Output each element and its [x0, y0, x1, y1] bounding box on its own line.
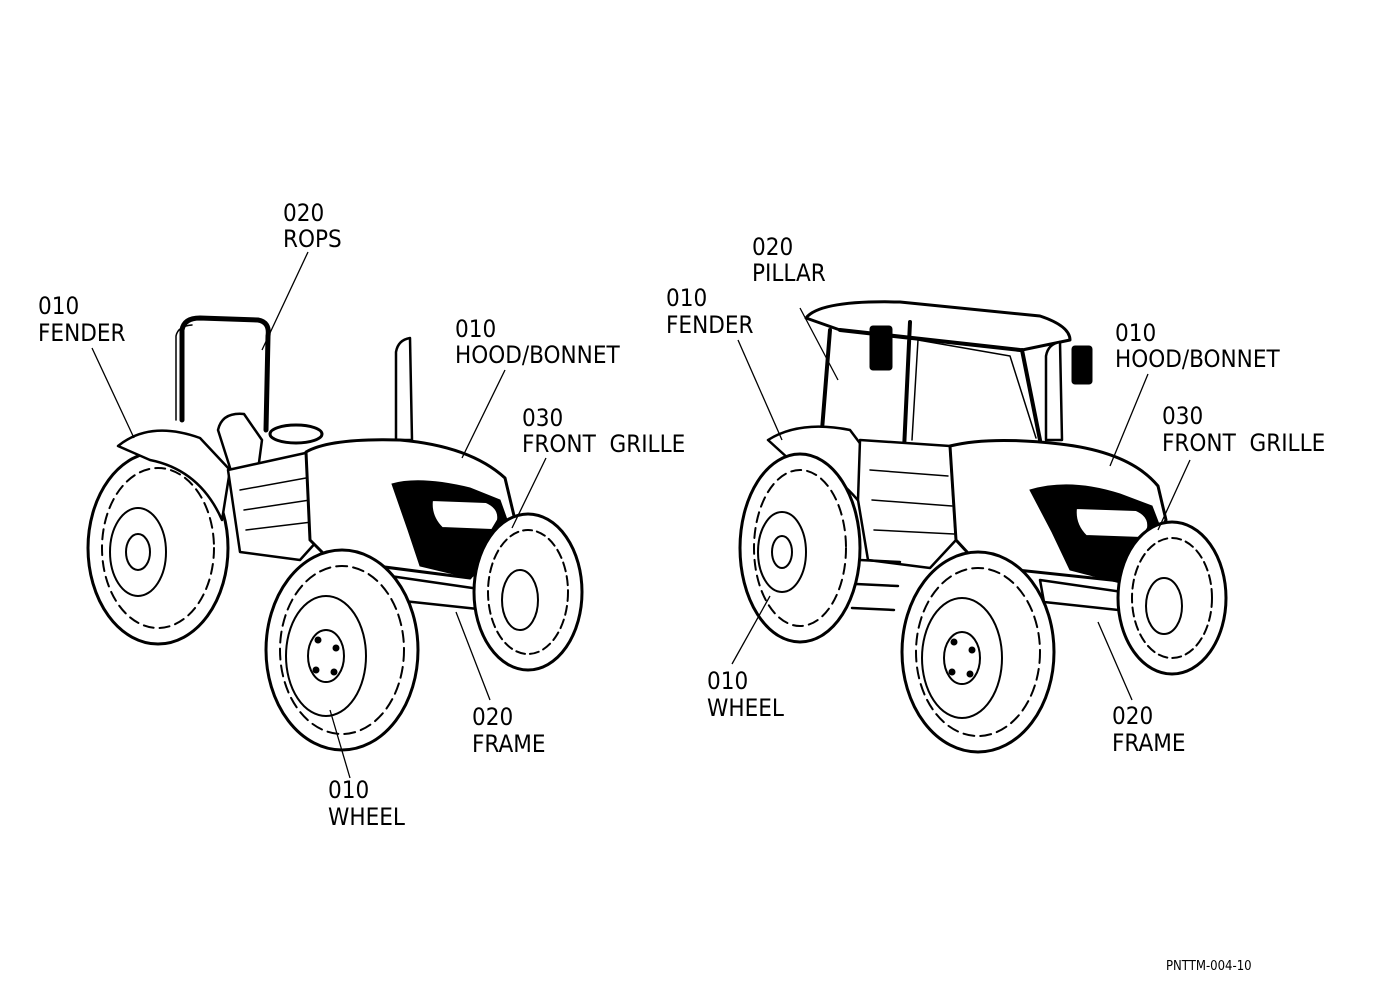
cab-callout-wheel: 010 WHEEL: [707, 667, 784, 722]
cab-headlight: [1074, 507, 1150, 539]
cab-roof: [804, 300, 1072, 352]
leader-cab-fender: [737, 339, 783, 441]
callout-name: FRONT GRILLE: [522, 430, 685, 458]
callout-name: ROPS: [283, 225, 342, 253]
cab-front-right-wheel: [1116, 520, 1228, 676]
cab-callout-grille: 030 FRONT GRILLE: [1162, 402, 1325, 457]
callout-code: 020: [1112, 702, 1153, 730]
callout-code: 010: [38, 292, 79, 320]
callout-code: 020: [472, 703, 513, 731]
open-front-right-wheel: [472, 512, 584, 672]
cab-callout-frame: 020 FRAME: [1112, 702, 1186, 757]
callout-code: 010: [455, 315, 496, 343]
leader-open-fender: [91, 347, 135, 439]
callout-name: FRAME: [472, 730, 546, 758]
cab-rear-left-wheel: [738, 452, 862, 644]
open-steering-wheel: [268, 423, 324, 445]
leader-open-frame: [455, 611, 491, 701]
callout-name: HOOD/BONNET: [455, 341, 620, 369]
callout-code: 020: [283, 199, 324, 227]
leader-cab-grille: [1157, 459, 1191, 531]
drawing-code: PNTTM-004-10: [1166, 959, 1252, 974]
leader-open-hood: [461, 369, 506, 459]
open-callout-frame: 020 FRAME: [472, 703, 546, 758]
callout-code: 010: [666, 284, 707, 312]
cab-front-left-wheel: [900, 550, 1056, 754]
cab-right-mirror: [1071, 345, 1093, 385]
open-exhaust-stack: [394, 336, 414, 442]
open-headlight: [430, 499, 500, 531]
open-seat: [216, 412, 264, 476]
leader-lines: [91, 251, 1191, 779]
leader-open-grille: [511, 457, 547, 529]
cab-exhaust-stack: [1044, 340, 1064, 442]
callout-code: 030: [1162, 402, 1203, 430]
cab-callout-pillar: 020 PILLAR: [752, 233, 826, 287]
cab-lower-body: [856, 438, 958, 570]
cab-callout-hood: 010 HOOD/BONNET: [1115, 319, 1280, 373]
callout-code: 010: [707, 667, 748, 695]
open-callout-grille: 030 FRONT GRILLE: [522, 404, 685, 458]
leader-open-wheel: [329, 709, 351, 779]
cab-pillars: [820, 320, 1042, 452]
callout-code: 010: [1115, 319, 1156, 347]
open-callout-fender: 010 FENDER: [38, 292, 125, 347]
open-rear-left-wheel: [86, 450, 230, 646]
callout-name: WHEEL: [328, 803, 405, 831]
leader-cab-wheel: [731, 595, 771, 665]
open-callout-rops: 020 ROPS: [283, 199, 342, 253]
leader-cab-pillar: [799, 307, 839, 381]
callout-name: HOOD/BONNET: [1115, 345, 1280, 373]
leader-cab-hood: [1109, 373, 1149, 467]
callout-name: WHEEL: [707, 694, 784, 722]
open-rops-frame: [179, 315, 271, 433]
callout-name: FRAME: [1112, 729, 1186, 757]
open-callout-hood: 010 HOOD/BONNET: [455, 315, 620, 369]
callout-name: FENDER: [38, 319, 125, 347]
callout-code: 010: [328, 776, 369, 804]
open-callout-wheel: 010 WHEEL: [328, 776, 405, 831]
cab-tractor-illustration: [738, 300, 1228, 754]
callout-code: 020: [752, 233, 793, 261]
open-front-left-wheel: [264, 548, 420, 752]
cab-steps: [850, 558, 902, 612]
cab-callout-fender: 010 FENDER: [666, 284, 753, 339]
leader-open-rops: [261, 251, 309, 351]
callout-name: PILLAR: [752, 259, 826, 287]
leader-cab-frame: [1097, 621, 1133, 701]
callout-name: FENDER: [666, 311, 753, 339]
callout-code: 030: [522, 404, 563, 432]
callout-name: FRONT GRILLE: [1162, 429, 1325, 457]
open-rear-fender: [116, 429, 232, 522]
cab-left-mirror: [869, 325, 893, 371]
open-tractor-illustration: [86, 315, 584, 752]
